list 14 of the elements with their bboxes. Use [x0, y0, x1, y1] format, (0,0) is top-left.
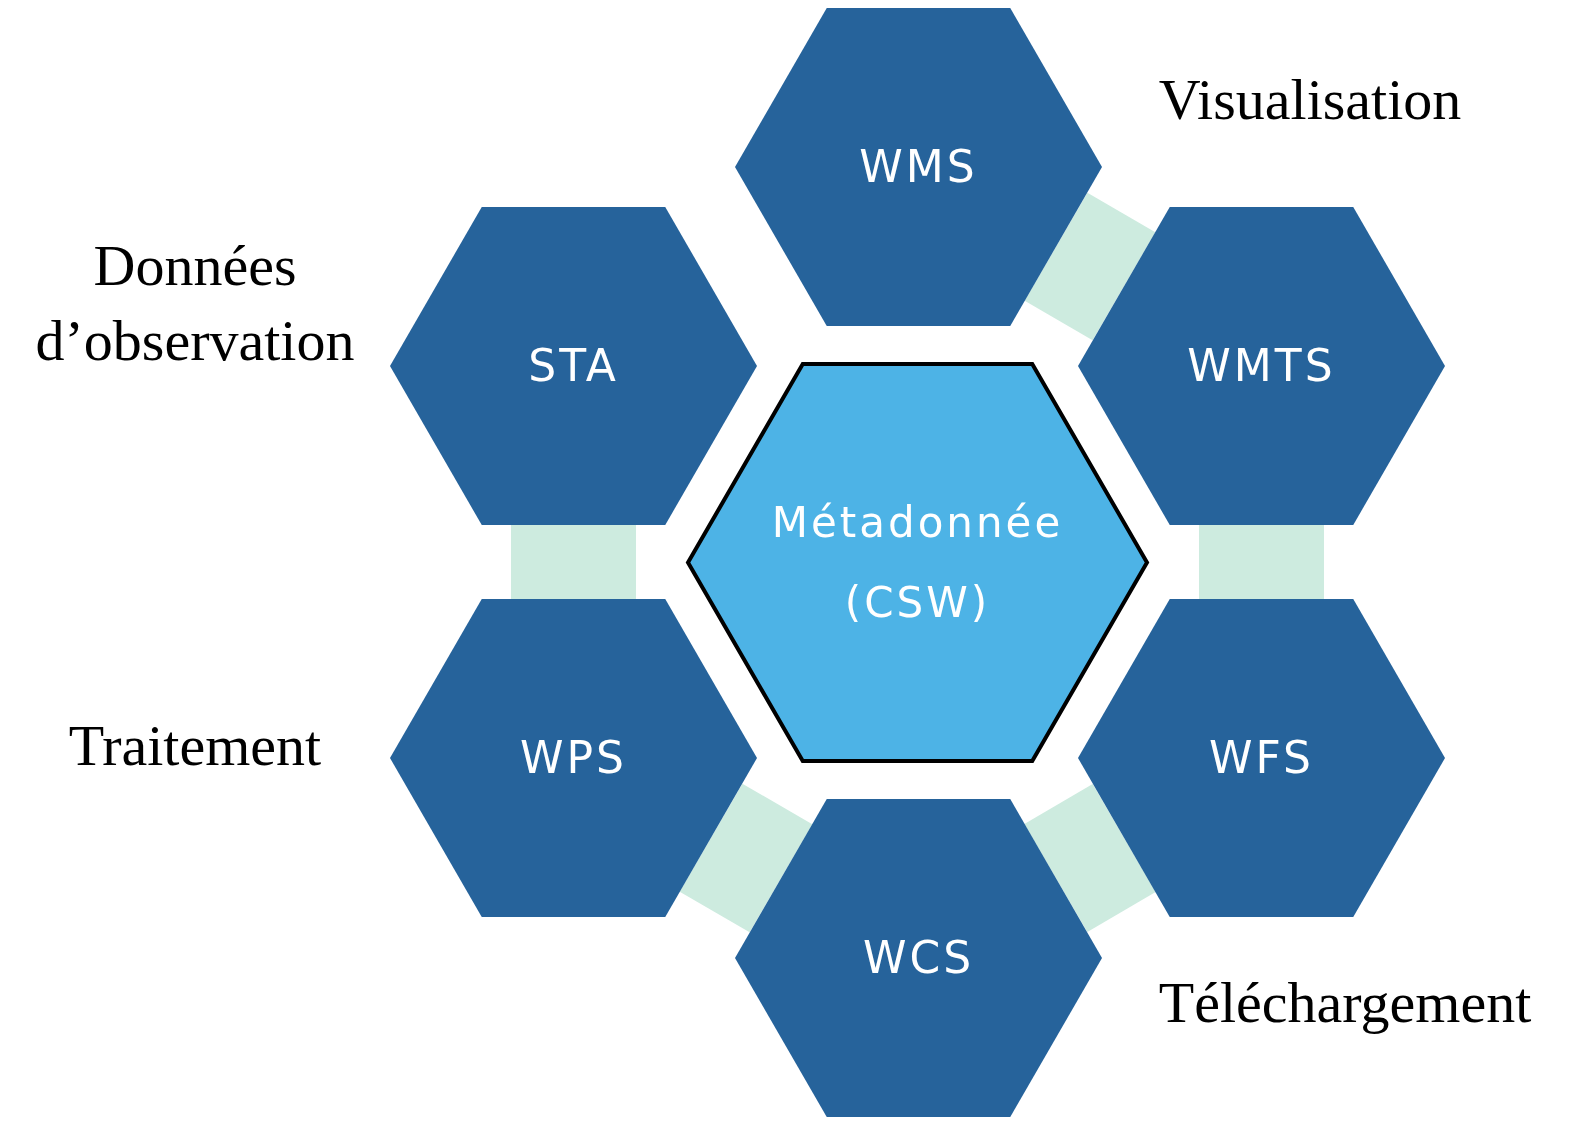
hexagon-label: WMTS [1187, 339, 1336, 394]
connector-band [1024, 192, 1156, 341]
category-label: Téléchargement [1157, 969, 1533, 1037]
hexagon-label: WMS [859, 140, 978, 195]
category-label: Visualisation [1157, 66, 1463, 134]
hexagon-label: STA [528, 339, 619, 394]
hexagon-label: WPS [520, 731, 627, 786]
connector-band [679, 783, 813, 933]
hexagon-label: WFS [1209, 731, 1314, 786]
connector-band [1024, 784, 1156, 932]
hexagon-label: WCS [862, 931, 975, 986]
hexagon-label: Métadonnée (CSW) [770, 496, 1065, 629]
category-label: Traitement [67, 712, 323, 780]
category-label: Données d’observation [34, 232, 356, 376]
